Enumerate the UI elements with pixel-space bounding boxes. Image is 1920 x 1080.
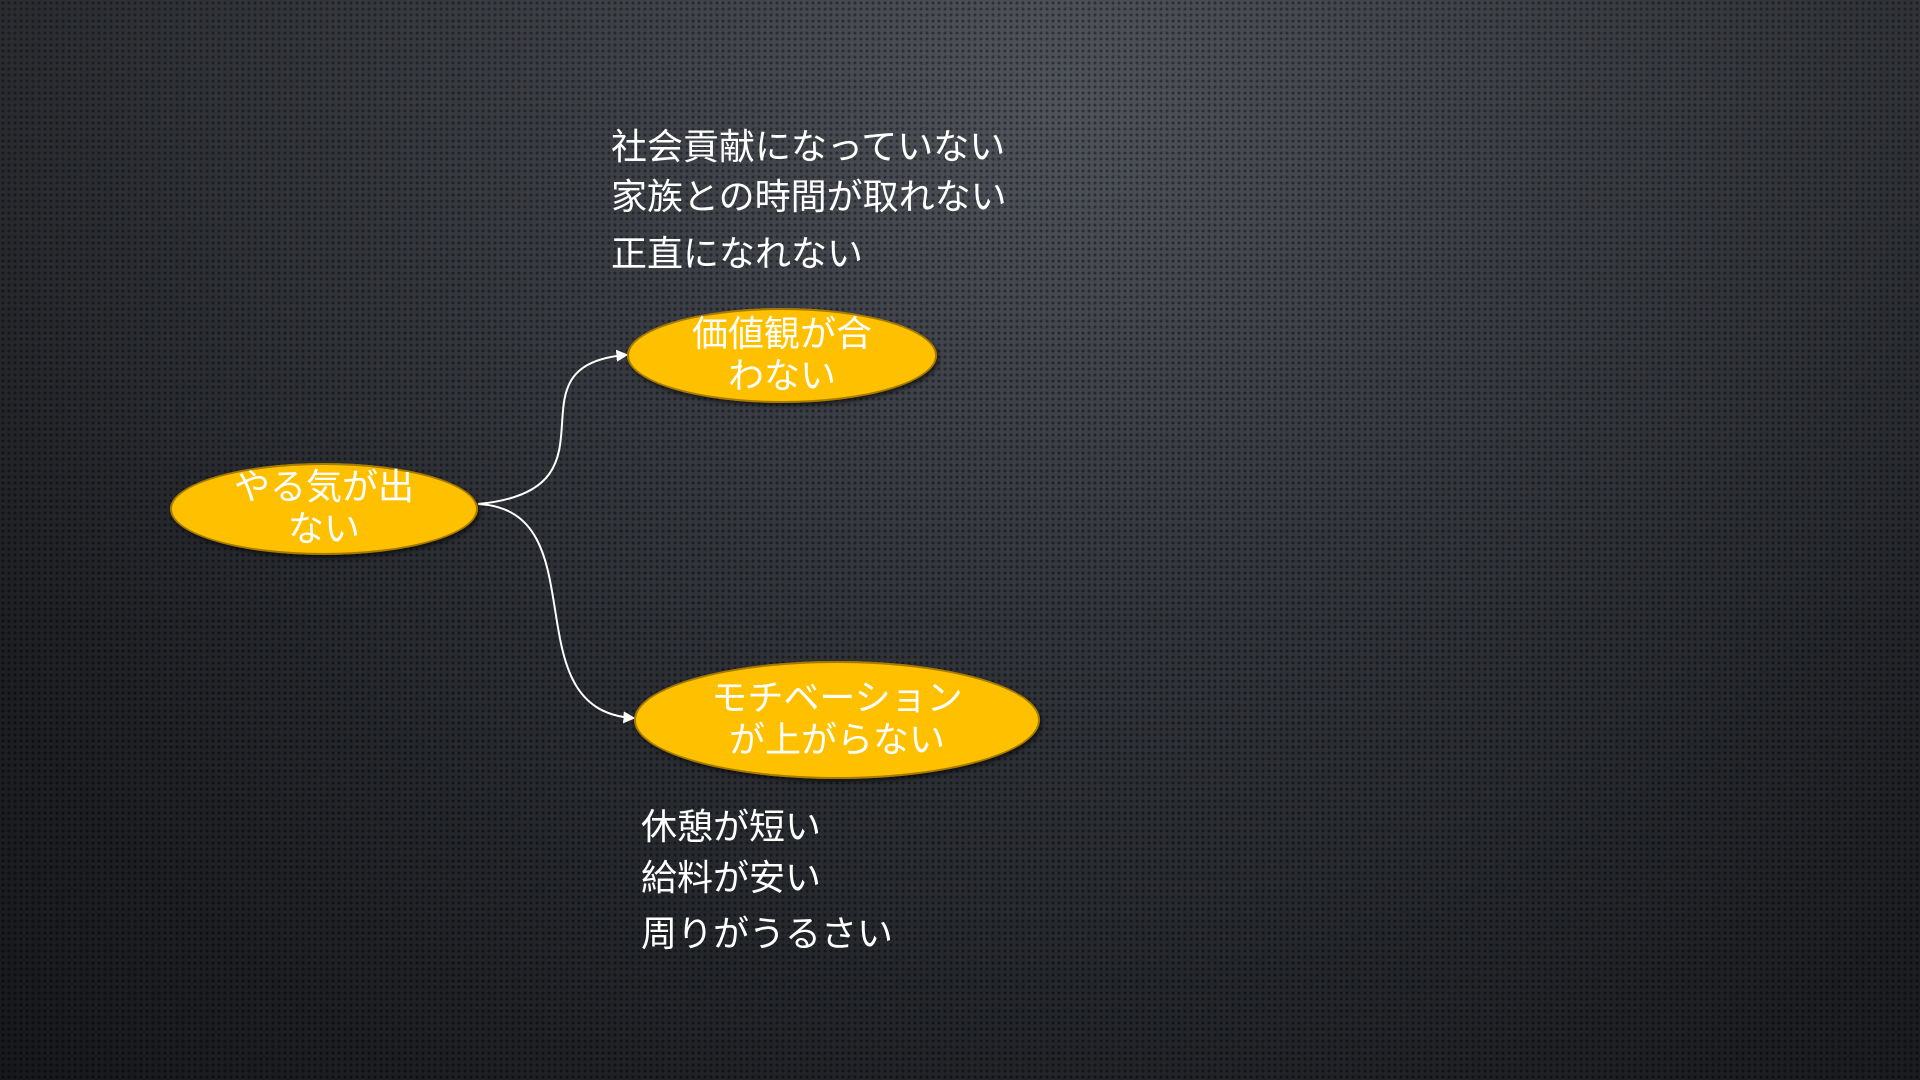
reason-motivation-1: 休憩が短い [641, 807, 822, 848]
reason-motivation-2: 給料が安い [641, 858, 822, 899]
reason-values-2: 家族との時間が取れない [611, 177, 1007, 218]
node-values-mismatch[interactable]: 価値観が合 わない [627, 308, 937, 403]
connector-root-to-values [477, 349, 629, 505]
reason-values-3: 正直になれない [611, 234, 864, 275]
reason-motivation-3: 周りがうるさい [641, 914, 894, 955]
reason-values-1: 社会貢献になっていない [611, 127, 1006, 168]
node-root[interactable]: やる気が出 ない [170, 463, 478, 555]
connector-root-to-motivation [477, 503, 636, 724]
node-motivation-low[interactable]: モチベーション が上がらない [634, 661, 1040, 779]
